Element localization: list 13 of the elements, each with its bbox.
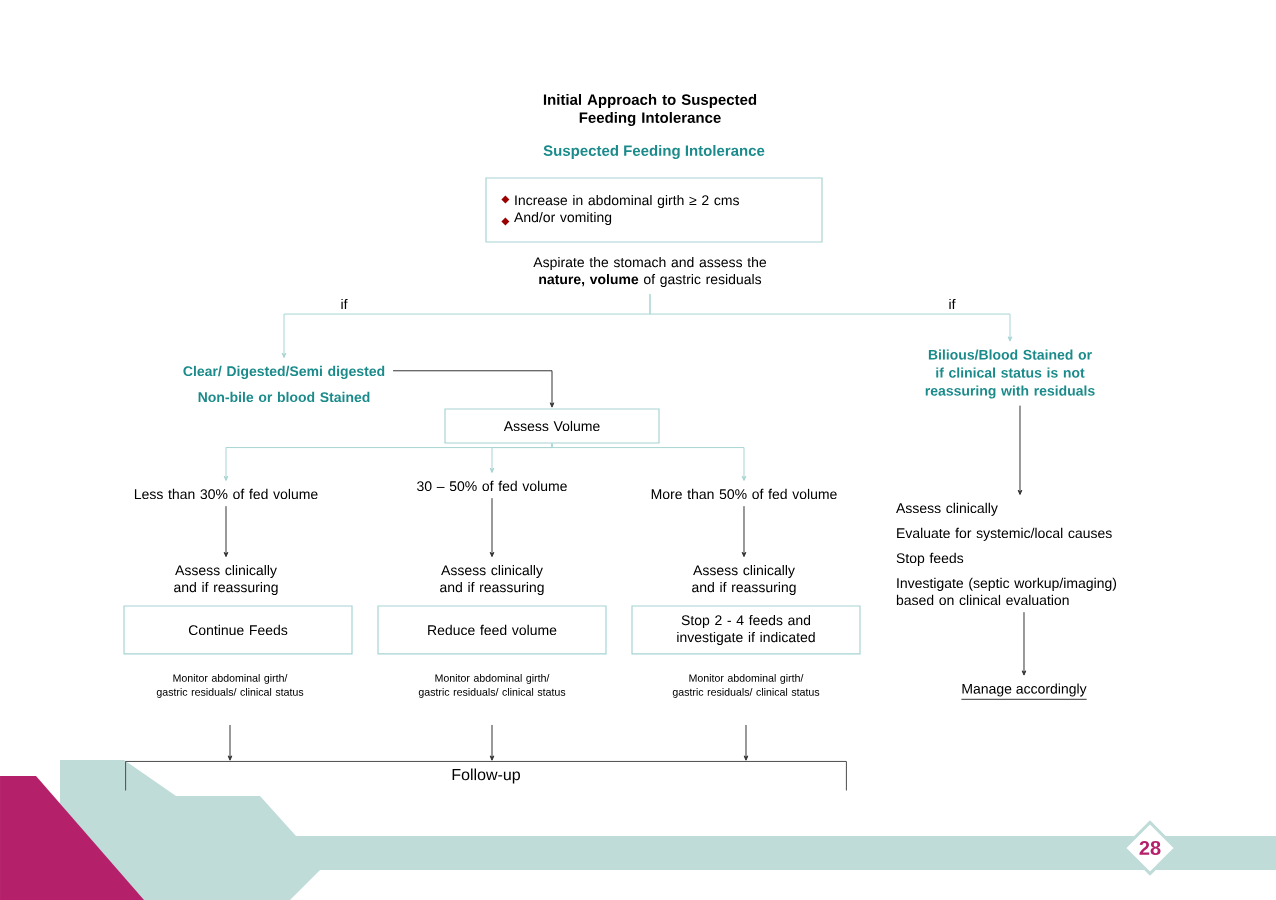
follow-up-bracket: Follow-up bbox=[125, 760, 847, 791]
arrow bbox=[223, 505, 229, 558]
arrow bbox=[743, 724, 749, 761]
arrow bbox=[1017, 405, 1023, 495]
arrow bbox=[551, 443, 747, 481]
arrow bbox=[227, 724, 233, 761]
arrow bbox=[649, 293, 1013, 342]
arrow bbox=[489, 443, 553, 473]
arrow bbox=[392, 370, 555, 408]
arrow bbox=[741, 505, 747, 558]
arrow bbox=[489, 497, 495, 558]
arrow bbox=[1021, 611, 1027, 676]
arrow bbox=[489, 724, 495, 761]
